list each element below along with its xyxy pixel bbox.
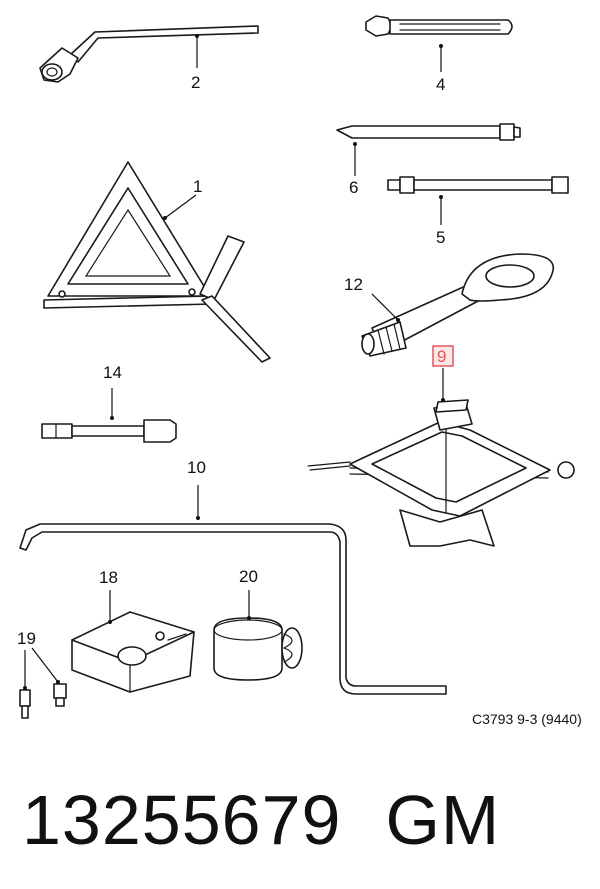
compressor-kit-part [71, 611, 195, 693]
callout-5: 5 [436, 228, 445, 247]
callout-6: 6 [349, 178, 358, 197]
scissor-jack-part [307, 399, 575, 547]
callout-18: 18 [99, 568, 118, 587]
sealant-canister-part [213, 617, 303, 681]
reference-code: C3793 9-3 (9440) [472, 711, 582, 727]
warning-triangle-part [43, 161, 271, 363]
screwdriver-handle-part [365, 15, 513, 37]
callout-4: 4 [436, 75, 445, 94]
wrench-rod-part [19, 523, 447, 695]
callout-9: 9 [437, 347, 446, 366]
lug-wrench-part [39, 25, 259, 83]
hex-bit-extension-part [41, 419, 177, 443]
footer-part-number-line: 13255679 GM [22, 770, 582, 870]
callout-14: 14 [103, 363, 122, 382]
callout-2: 2 [191, 73, 200, 92]
screwdriver-bit-flat-part [336, 123, 521, 141]
brand-name: GM [385, 781, 501, 859]
callout-20: 20 [239, 567, 258, 586]
callout-10: 10 [187, 458, 206, 477]
parts-diagram: 2 4 6 5 1 [17, 15, 582, 727]
tow-eye-part [361, 253, 555, 357]
callout-12: 12 [344, 275, 363, 294]
callout-9-highlight-box [432, 345, 454, 367]
callout-19: 19 [17, 629, 36, 648]
part-number: 13255679 [22, 781, 342, 859]
extension-bar-part [387, 176, 569, 194]
callout-1: 1 [193, 177, 202, 196]
valve-adapters-part [19, 683, 67, 719]
